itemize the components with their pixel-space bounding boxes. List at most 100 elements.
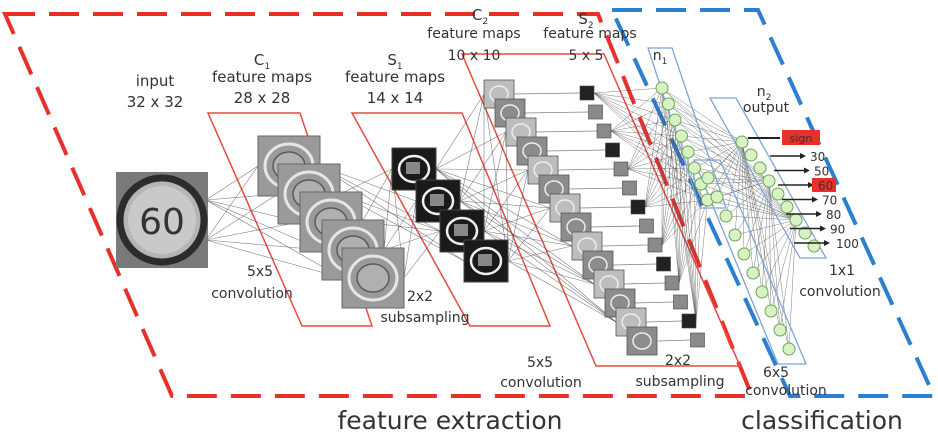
output-arrowhead [824,240,830,246]
connection-line [580,207,631,208]
s2-map [665,276,679,290]
c1-feature-maps [258,136,404,308]
neuron [774,324,786,336]
output-value: 50 [814,165,829,179]
sub1-kernel-label: 2x2 [407,289,433,305]
input-sign-text: 60 [139,202,185,243]
neuron [808,240,820,252]
output-value: 60 [818,179,833,193]
connection-line [624,283,665,284]
conv3-kernel-label: 6x5 [763,365,789,381]
connection-line [514,93,580,94]
c2-size: 10 x 10 [448,48,501,64]
connection-line [602,245,648,246]
neuron [720,210,732,222]
neuron [790,214,802,226]
neuron [754,162,766,174]
neuron [702,172,714,184]
s2-size: 5 x 5 [569,48,604,64]
output-arrowhead [816,211,822,217]
neuron [689,162,701,174]
neuron [756,286,768,298]
neuron [745,149,757,161]
connection-line [206,166,258,200]
connection-line [460,94,484,201]
s2-map [674,295,688,309]
neuron [711,191,723,203]
conv1-op-label: convolution [211,286,293,302]
input-size: 32 x 32 [127,93,184,111]
connection-line [384,231,440,250]
neuron [772,188,784,200]
neuron [736,136,748,148]
feature-extraction-title: feature extraction [338,406,563,435]
s2-map [589,105,603,119]
connection-line [742,142,789,349]
neuron [747,267,759,279]
sub1-op-label: subsampling [381,310,470,326]
s2-map [657,257,671,271]
c2-title: C2 [472,6,488,27]
output-arrowhead [804,168,810,174]
c2-feature-label: feature maps [427,26,520,42]
output-value: 70 [822,194,837,208]
connection-line [591,226,640,227]
neuron [669,114,681,126]
neuron [676,130,688,142]
connection-line [436,132,506,169]
connection-line [436,94,484,169]
connection-line [340,169,392,194]
connection-line [536,131,597,132]
s1-map-core [478,254,492,266]
connection-line [679,200,708,283]
s1-map-core [454,224,468,236]
connection-line [569,188,623,189]
neuron [729,229,741,241]
output-value: 100 [836,237,859,251]
s1-feature-label: feature maps [345,68,445,86]
s2-map [640,219,654,233]
s2-map [682,314,696,328]
c2-map [627,327,657,355]
n1-title: n1 [653,48,668,67]
connection-line [508,261,594,284]
output-value: 90 [830,223,845,237]
output-arrowhead [812,197,818,203]
connection-line [769,181,771,311]
input-image: 60 [116,172,208,268]
neuron [663,98,675,110]
neuron [783,343,795,355]
neuron [682,146,694,158]
c1-map-core [357,264,389,292]
c1-feature-label: feature maps [212,68,312,86]
c1-size: 28 x 28 [234,89,291,107]
sub2-kernel-label: 2x2 [665,353,691,369]
neuron [738,248,750,260]
s2-map [631,200,645,214]
output-title: output [743,100,790,116]
s2-map [614,162,628,176]
output-value: 80 [826,208,841,222]
connection-line [646,321,682,322]
connection-line [525,112,589,113]
classification-title: classification [741,406,903,435]
neuron [781,201,793,213]
s2-feature-label: feature maps [543,26,636,42]
s2-map [623,181,637,195]
connection-line [206,166,258,240]
s2-map [597,124,611,138]
conv4-kernel-label: 1x1 [829,263,855,279]
conv2-op-label: convolution [500,375,582,391]
sign-output-label: sign [790,132,813,145]
s1-map-core [430,194,444,206]
connection-line [657,340,691,341]
neuron [656,82,668,94]
s2-map [691,333,705,347]
s2-map [580,86,594,100]
conv2-kernel-label: 5x5 [527,355,553,371]
connection-line [613,264,657,265]
conv4-op-label: convolution [799,284,881,300]
connection-line [635,302,674,303]
